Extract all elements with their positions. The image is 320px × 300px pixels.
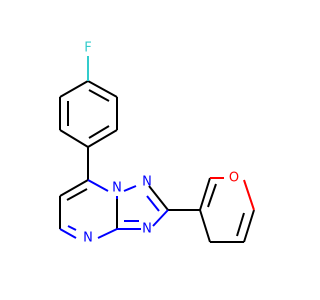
bond-triazole-bottom-nitrogen-to-carbon [152, 209, 169, 227]
bond-phenyl-top-right [87, 80, 118, 98]
bond-phenyl-top-right-inner [88, 89, 110, 102]
bond-bridge-nitrogen-to-triazole [123, 185, 137, 192]
chemical-structure-diagram: F N N N N O [59, 41, 255, 246]
bond-furan-right-inner [236, 212, 245, 237]
bond-pyrimidine-upper-left-inner [66, 188, 88, 201]
bond-furan-right [243, 209, 255, 243]
bridge-nitrogen-label: N [112, 181, 122, 196]
furan-oxygen-label: O [229, 171, 239, 186]
triazole-bottom-nitrogen-label: N [142, 222, 152, 237]
bond-phenyl-bottom-right-inner [88, 125, 110, 139]
triazole-top-nitrogen-label: N [142, 175, 152, 190]
bond-furan-top-inner [207, 183, 217, 208]
bond-pyrimidine-bottom-nitrogen-inner [67, 225, 77, 231]
bond-pyrimidine-to-bottom-nitrogen [59, 228, 77, 239]
bond-phenyl-top-left [59, 80, 89, 98]
carbon-bonds [59, 80, 255, 243]
pyrimidine-nitrogen-label: N [83, 231, 93, 246]
bond-pyrimidine-upper-left [59, 179, 89, 197]
bond-pyrimidine-to-bridge-nitrogen [87, 179, 109, 192]
atom-labels: F N N N N O [83, 41, 239, 246]
bond-phenyl-bottom-left [59, 129, 89, 148]
bond-triazole-top-inner [146, 195, 160, 212]
bond-furan-oxygen-right [243, 179, 255, 211]
bond-bottom-nitrogen-to-center [97, 228, 118, 239]
bond-furan-bottom-left [199, 209, 211, 243]
heteroatom-bonds [59, 56, 255, 239]
fluorine-label: F [84, 41, 91, 56]
bond-phenyl-bottom-right [87, 129, 118, 148]
bond-furan-top [199, 177, 211, 211]
bond-triazole-top-carbon [148, 185, 169, 211]
